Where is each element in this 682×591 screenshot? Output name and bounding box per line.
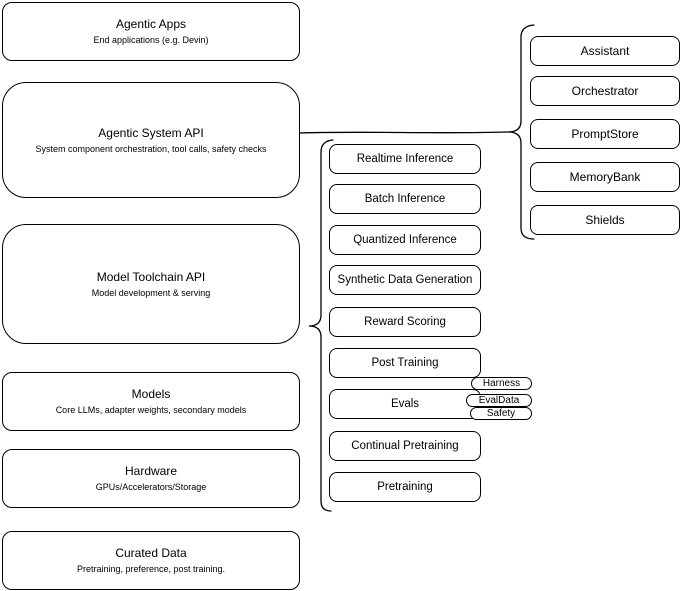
- node-pretraining: Pretraining: [329, 472, 481, 502]
- node-title: Agentic System API: [98, 125, 204, 140]
- node-subtitle: GPUs/Accelerators/Storage: [95, 482, 207, 492]
- node-shields: Shields: [530, 205, 680, 235]
- node-orchestrator: Orchestrator: [530, 76, 680, 106]
- pill-evaldata: EvalData: [466, 394, 532, 407]
- node-title: Curated Data: [115, 546, 187, 560]
- node-title: Model Toolchain API: [96, 269, 206, 284]
- node-title: Hardware: [124, 464, 178, 478]
- toolchain-brace: [308, 139, 334, 512]
- node-post-training: Post Training: [329, 348, 481, 378]
- node-subtitle: End applications (e.g. Devin): [93, 35, 209, 45]
- node-reward-scoring: Reward Scoring: [329, 307, 481, 337]
- node-agentic-system-api: Agentic System API System component orch…: [2, 82, 300, 198]
- pill-harness: Harness: [471, 377, 532, 390]
- node-assistant: Assistant: [530, 36, 680, 66]
- node-models: Models Core LLMs, adapter weights, secon…: [2, 372, 300, 431]
- node-synthetic-data-generation: Synthetic Data Generation: [329, 265, 481, 295]
- node-agentic-apps: Agentic Apps End applications (e.g. Devi…: [2, 2, 300, 61]
- system-api-connector-line: [299, 131, 509, 134]
- node-subtitle: Model development & serving: [91, 287, 211, 298]
- node-memorybank: MemoryBank: [530, 162, 680, 192]
- node-evals: Evals: [329, 389, 481, 419]
- node-hardware: Hardware GPUs/Accelerators/Storage: [2, 449, 300, 508]
- node-quantized-inference: Quantized Inference: [329, 225, 481, 255]
- node-subtitle: Core LLMs, adapter weights, secondary mo…: [55, 405, 247, 415]
- node-continual-pretraining: Continual Pretraining: [329, 431, 481, 461]
- node-subtitle: System component orchestration, tool cal…: [35, 143, 267, 154]
- node-curated-data: Curated Data Pretraining, preference, po…: [2, 531, 300, 590]
- node-promptstore: PromptStore: [530, 119, 680, 149]
- pill-safety: Safety: [470, 407, 532, 420]
- node-model-toolchain-api: Model Toolchain API Model development & …: [2, 224, 300, 344]
- node-batch-inference: Batch Inference: [329, 184, 481, 214]
- node-subtitle: Pretraining, preference, post training.: [76, 564, 226, 574]
- node-title: Agentic Apps: [115, 17, 187, 31]
- node-title: Models: [131, 387, 171, 401]
- node-realtime-inference: Realtime Inference: [329, 144, 481, 174]
